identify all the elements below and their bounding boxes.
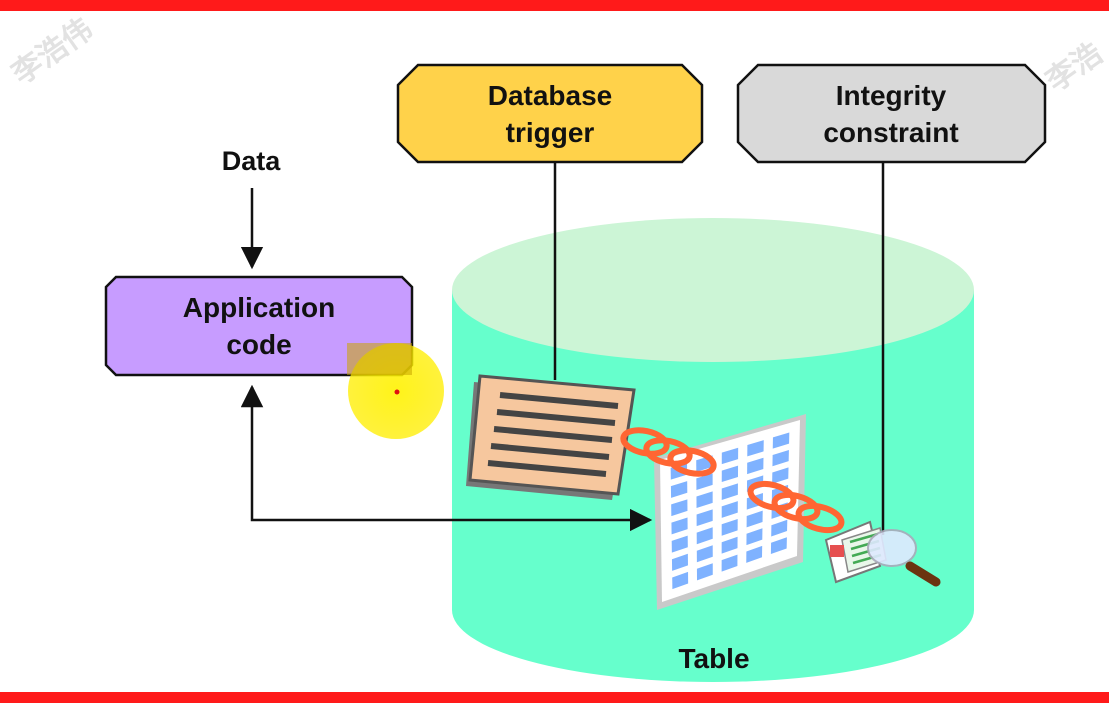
table-grid-cell — [671, 535, 688, 553]
table-grid-cell — [747, 440, 764, 457]
cylinder-top — [452, 218, 974, 362]
table-grid-cell — [696, 473, 713, 490]
top-bar — [0, 0, 1109, 11]
table-label: Table — [678, 643, 749, 674]
table-grid-cell — [772, 432, 790, 449]
trigger-document-icon — [466, 374, 636, 500]
table-grid-cell — [721, 447, 739, 465]
table-grid-cell — [721, 465, 739, 483]
table-grid-cell — [671, 517, 688, 535]
table-grid-cell — [696, 527, 713, 545]
table-grid-cell — [672, 571, 689, 590]
integrity-constraint-box: Integrity constraint — [736, 63, 1047, 164]
magnifier-icon — [867, 529, 941, 587]
table-grid-cell — [696, 563, 713, 581]
table-grid-cell — [770, 537, 787, 555]
chain-link-icon-2 — [747, 480, 845, 534]
watermark-right: 李浩 — [1040, 37, 1108, 98]
application-code-label-line2: code — [226, 329, 291, 360]
table-grid-cell — [671, 553, 688, 571]
table-grid-cell — [721, 501, 738, 518]
table-grid-cell — [772, 467, 789, 484]
integrity-constraint-label-line1: Integrity — [836, 80, 947, 111]
integrity-constraint-label-line2: constraint — [823, 117, 958, 148]
table-grid-cell — [671, 499, 688, 517]
chain-link-icon — [620, 427, 717, 477]
table-grid-cell — [771, 519, 788, 537]
table-grid-cell — [772, 449, 789, 467]
table-grid-cell — [747, 457, 764, 475]
watermark-left: 李浩伟 — [6, 12, 99, 91]
table-grid-cell — [721, 554, 738, 572]
database-trigger-box: Database trigger — [396, 63, 704, 164]
table-grid-cell — [746, 528, 763, 546]
application-code-box: Application code — [104, 275, 414, 377]
table-grid-cell — [721, 536, 738, 554]
table-grid-cell — [721, 483, 738, 500]
database-trigger-label-line2: trigger — [506, 117, 595, 148]
bottom-bar — [0, 692, 1109, 703]
app-table-arrow — [240, 384, 653, 532]
table-grid-cell — [746, 545, 763, 563]
mouse-pointer-highlight — [347, 343, 444, 439]
table-grid-cell — [746, 510, 763, 528]
data-label: Data — [222, 146, 282, 176]
database-trigger-label-line1: Database — [488, 80, 613, 111]
application-code-label-line1: Application — [183, 292, 335, 323]
table-grid-cell — [670, 481, 688, 498]
table-grid-cell — [696, 491, 713, 509]
table-grid-cell — [696, 509, 713, 527]
table-grid-cell — [721, 518, 738, 536]
table-grid-cell — [696, 545, 713, 563]
